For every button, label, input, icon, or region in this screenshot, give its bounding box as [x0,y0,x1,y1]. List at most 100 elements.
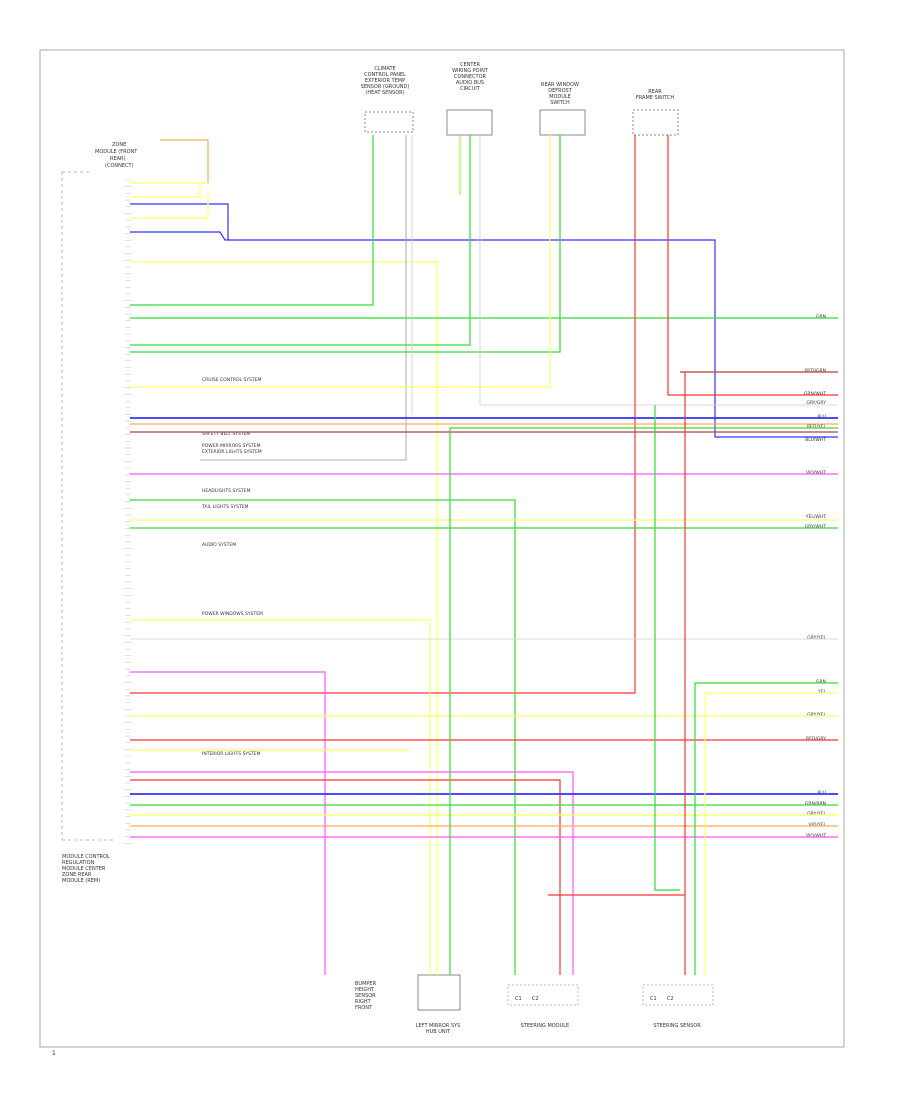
svg-text:RED/YEL: RED/YEL [807,424,827,430]
svg-text:WIRING POINT: WIRING POINT [452,68,489,74]
svg-text:MODULE CENTER: MODULE CENTER [62,866,106,872]
component-rear-defrost: REAR WINDOW DEFROST MODULE SWITCH [539,82,586,136]
svg-text:C1: C1 [650,996,657,1002]
svg-text:RED/GRN: RED/GRN [805,368,826,374]
svg-text:EXTERIOR TEMP: EXTERIOR TEMP [365,78,405,84]
svg-text:ZONE: ZONE [112,142,126,148]
wire-top-yellow-2 [130,183,201,198]
wire-red-780 [130,779,561,975]
svg-text:SAFETY BELT SYSTEM: SAFETY BELT SYSTEM [202,431,250,437]
svg-text:AUDIO SYSTEM: AUDIO SYSTEM [202,542,236,548]
wire-top-blue-1 [130,203,229,240]
svg-text:STEERING MODULE: STEERING MODULE [521,1023,569,1029]
top-left-caption: ZONE MODULE (FRONT REAR) (CONNECT) [95,142,138,169]
svg-text:HUB UNIT: HUB UNIT [426,1029,451,1035]
svg-text:REAR): REAR) [110,156,126,162]
svg-text:GRY/YEL: GRY/YEL [807,635,826,641]
svg-text:INTERIOR LIGHTS SYSTEM: INTERIOR LIGHTS SYSTEM [202,751,261,757]
component-steering-sensor: C1 C2 STEERING SENSOR [642,984,714,1029]
svg-text:CENTER: CENTER [460,62,481,68]
svg-text:BUMPER: BUMPER [355,981,377,987]
svg-text:REAR: REAR [648,89,662,95]
component-steering-module: C1 C2 STEERING MODULE [507,984,579,1029]
wires [130,135,838,975]
svg-text:(HEAT SENSOR): (HEAT SENSOR) [365,90,404,96]
svg-text:POWER MIRRORS SYSTEM: POWER MIRRORS SYSTEM [202,443,261,449]
svg-text:SENSOR: SENSOR [355,993,376,999]
svg-text:SENSOR (GROUND): SENSOR (GROUND) [361,84,410,90]
svg-text:HEIGHT: HEIGHT [355,987,375,993]
svg-text:BLU: BLU [817,414,826,420]
wire-blue-long [130,231,838,438]
svg-text:GRY/GRY: GRY/GRY [806,400,826,406]
svg-text:MODULE (FRONT: MODULE (FRONT [95,149,138,155]
pin-column [125,179,131,844]
svg-text:CRUISE CONTROL SYSTEM: CRUISE CONTROL SYSTEM [202,377,261,383]
svg-text:STEERING SENSOR: STEERING SENSOR [653,1023,701,1029]
svg-text:YEL/WHT: YEL/WHT [805,514,826,520]
svg-text:BLU/WHT: BLU/WHT [805,437,826,443]
wire-red-rear [130,135,636,694]
svg-text:REAR WINDOW: REAR WINDOW [541,82,579,88]
svg-text:GRY/YEL: GRY/YEL [807,811,826,817]
wire-red-rear-2 [667,135,838,396]
svg-text:SWITCH: SWITCH [550,100,570,106]
wire-gray-climate [200,135,407,461]
svg-text:RED/GRY: RED/GRY [806,736,826,742]
svg-text:C2: C2 [532,996,539,1002]
svg-text:TAIL LIGHTS SYSTEM: TAIL LIGHTS SYSTEM [201,504,249,510]
svg-text:C2: C2 [667,996,674,1002]
wire-green-345 [130,135,471,346]
svg-text:GRY/WHT: GRY/WHT [805,524,826,530]
wire-gray-center [479,135,838,406]
svg-text:VIO/WHT: VIO/WHT [806,833,826,839]
svg-text:FRONT: FRONT [355,1005,373,1011]
svg-text:GRN: GRN [816,314,826,320]
svg-text:RIGHT: RIGHT [355,999,372,1005]
svg-text:GRN: GRN [816,679,826,685]
component-wiring-point: CENTER WIRING POINT CONNECTOR AUDIO BUS … [446,62,493,136]
svg-text:GRN/WHT: GRN/WHT [804,391,826,397]
svg-text:CLIMATE: CLIMATE [374,66,395,72]
component-climate-control: CLIMATE CONTROL PANEL EXTERIOR TEMP SENS… [361,66,414,133]
svg-text:VIO/WHT: VIO/WHT [806,470,826,476]
wire-pink-772 [130,771,574,975]
svg-text:CIRCUIT: CIRCUIT [460,86,481,92]
page-number: 1 [52,1050,56,1057]
wire-pink-672 [130,671,326,975]
wire-yellow-262 [130,261,438,975]
svg-text:HEADLIGHTS SYSTEM: HEADLIGHTS SYSTEM [202,488,251,494]
wire-green-355 [130,135,561,353]
side-notes: CRUISE CONTROL SYSTEM SAFETY BELT SYSTEM… [201,377,263,757]
svg-text:LEFT MIRROR SYS: LEFT MIRROR SYS [416,1023,461,1029]
svg-text:MODULE (REM): MODULE (REM) [62,878,100,884]
svg-text:MODULE: MODULE [549,94,571,100]
svg-text:VIO/YEL: VIO/YEL [808,822,826,828]
wire-top-orange [160,139,209,183]
svg-text:BLU: BLU [817,790,826,796]
svg-text:CONTROL PANEL: CONTROL PANEL [364,72,406,78]
diagram-frame [39,49,845,1048]
wire-yellow-620 [130,619,431,975]
wire-green-500 [130,499,516,975]
svg-text:C1: C1 [515,996,522,1002]
svg-text:GRY/YEL: GRY/YEL [807,712,826,718]
svg-text:POWER WINDOWS SYSTEM: POWER WINDOWS SYSTEM [202,611,263,617]
svg-text:(CONNECT): (CONNECT) [105,163,134,169]
wire-green-climate [130,135,374,306]
component-rear-frame-switch: REAR FRAME SWITCH [632,89,679,136]
svg-text:AUDIO BUS: AUDIO BUS [456,80,484,86]
svg-text:EXTERIOR LIGHTS SYSTEM: EXTERIOR LIGHTS SYSTEM [202,449,262,455]
svg-text:CONNECTOR: CONNECTOR [454,74,487,80]
svg-text:MODULE CONTROL: MODULE CONTROL [62,854,110,860]
module-caption: MODULE CONTROL REGULATION MODULE CENTER … [62,854,110,884]
wire-green-vert-3 [654,405,680,891]
svg-text:GRN/BRN: GRN/BRN [805,801,826,807]
component-bumper-sensor: BUMPER HEIGHT SENSOR RIGHT FRONT [355,981,377,1011]
wire-top-yellow-3 [130,190,209,219]
svg-text:REGULATION: REGULATION [62,860,95,866]
right-labels: GRN RED/GRN GRN/WHT GRY/GRY BLU RED/YEL … [804,314,827,839]
svg-text:FRAME SWITCH: FRAME SWITCH [636,95,674,101]
svg-text:ZONE REAR: ZONE REAR [62,872,92,878]
